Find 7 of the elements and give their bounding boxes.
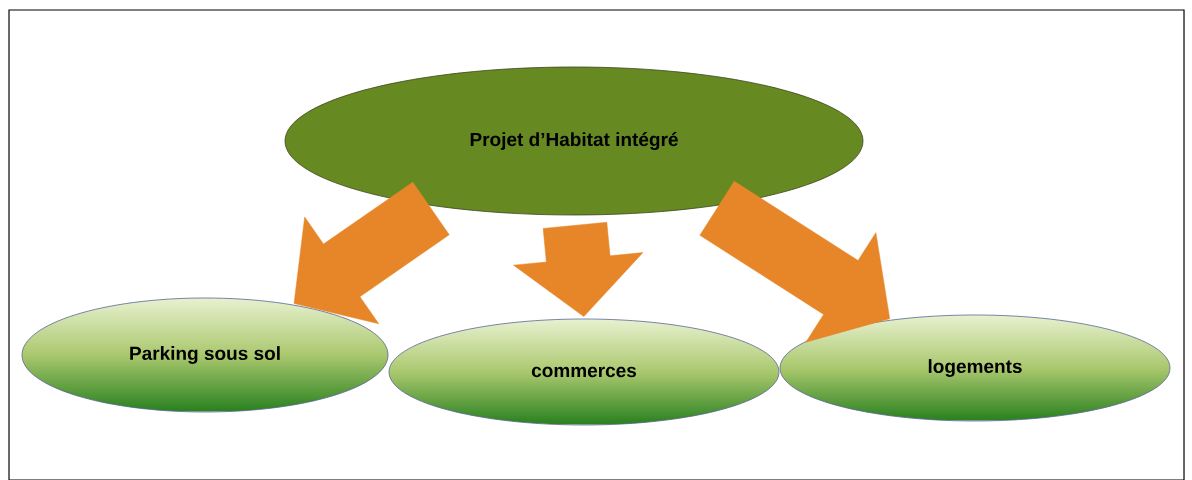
block-arrow xyxy=(513,222,644,317)
block-arrow xyxy=(699,181,890,343)
oval-node: logements xyxy=(779,314,1171,422)
oval-node: Projet d’Habitat intégré xyxy=(284,66,864,216)
oval-node: commerces xyxy=(388,318,780,426)
block-arrow xyxy=(293,181,450,324)
oval-node: Parking sous sol xyxy=(21,297,389,413)
